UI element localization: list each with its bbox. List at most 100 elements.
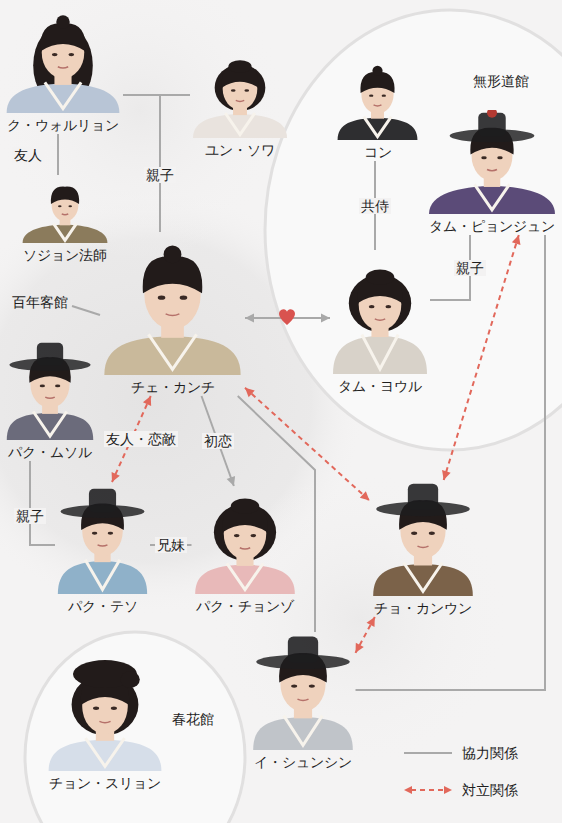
group-title-text: 春花館: [172, 711, 214, 727]
arrowhead: [404, 786, 412, 794]
edge-label-text: 親子: [144, 167, 176, 183]
group-circle: [265, 10, 562, 450]
edge-label-text: 初恋: [202, 433, 234, 449]
mouth: [58, 67, 68, 68]
hat-tassel: [487, 110, 497, 118]
legend-line: [404, 752, 452, 754]
character-box: タム・ヨウル: [330, 250, 430, 395]
mouth: [236, 100, 244, 101]
mouth: [62, 213, 69, 215]
connector: [202, 396, 234, 486]
portrait: [45, 655, 165, 771]
place-label: 百年客館: [12, 293, 68, 311]
character-name: チェ・カンチ: [100, 375, 245, 396]
portrait: [335, 58, 420, 140]
name-text: コン: [364, 144, 392, 160]
portrait: [4, 340, 96, 440]
name-text: ユン・ソワ: [205, 142, 275, 158]
name-text: ソジョン法師: [23, 247, 107, 263]
mouth: [99, 721, 110, 722]
eye: [231, 89, 236, 92]
collar: [148, 334, 196, 369]
bg-circle: [0, 185, 365, 615]
portrait: [192, 486, 298, 594]
edge-label-text: 共侍: [359, 198, 391, 214]
group-title: 無形道館: [473, 72, 529, 90]
character-name: パク・テソ: [55, 594, 150, 615]
group-title: 春花館: [172, 710, 214, 728]
character-name: イ・シュンシン: [250, 750, 356, 771]
character-box: パク・テソ: [55, 482, 150, 615]
connector: [123, 95, 160, 232]
eye: [497, 156, 502, 159]
eye: [233, 534, 239, 537]
name-text: チョ・カンウン: [374, 600, 472, 616]
portrait: [10, 175, 120, 243]
group-region: 無形道館コンタム・ピョンジュンタム・ヨウル: [300, 30, 562, 420]
edge-label: 友人・恋敵: [104, 430, 178, 448]
name-text: イ・シュンシン: [254, 754, 352, 770]
collar: [45, 82, 81, 108]
connector: [444, 235, 519, 480]
name-text: ク・ウォルリョン: [7, 117, 119, 133]
legend-text: 協力関係: [462, 744, 518, 762]
character-name: パク・ムソル: [4, 440, 96, 461]
arrowhead: [245, 388, 255, 397]
portrait: [370, 480, 476, 596]
character-box: ソジョン法師: [10, 175, 120, 264]
topknot: [56, 15, 69, 28]
name-text: パク・テソ: [68, 598, 138, 614]
mouth: [166, 314, 180, 316]
portrait: [330, 250, 430, 374]
portrait: [250, 632, 356, 750]
portrait: [190, 50, 290, 138]
mouth: [45, 397, 55, 398]
connector: [356, 617, 375, 653]
collar: [86, 738, 125, 766]
legend-row: 協力関係: [402, 744, 518, 762]
topknot: [372, 66, 382, 76]
eye: [481, 156, 486, 159]
mouth: [297, 699, 308, 700]
eye: [55, 384, 60, 387]
edge-label: 親子: [14, 507, 46, 525]
heart-symbol: [279, 309, 295, 325]
edge-label-text: 友人・恋敵: [104, 431, 178, 447]
character-box: タム・ピョンジュン: [425, 110, 559, 235]
arrowhead: [367, 617, 375, 627]
hair-bun: [366, 269, 395, 285]
connector: [57, 134, 59, 175]
eye: [93, 707, 99, 710]
arrowhead: [321, 314, 330, 323]
edge-label-text: 友人: [12, 147, 44, 163]
eye: [382, 94, 386, 96]
collar: [475, 184, 510, 209]
arrowhead: [444, 786, 452, 794]
name-text: タム・ヨウル: [338, 378, 422, 394]
group-circle: [25, 632, 245, 823]
name-text: タム・ピョンジュン: [429, 218, 555, 234]
connector: [30, 461, 55, 545]
mouth: [374, 104, 382, 106]
legend-sample: [402, 746, 454, 760]
character-box: チョ・カンウン: [370, 480, 476, 617]
eye: [68, 53, 74, 56]
name-text: パク・チョンゾ: [196, 598, 294, 614]
eye: [111, 707, 117, 710]
character-box: イ・シュンシン: [250, 632, 356, 771]
character-name: タム・ピョンジュン: [425, 214, 559, 235]
hat-brim: [61, 505, 145, 518]
character-name: パク・チョンゾ: [192, 594, 298, 615]
collar: [226, 563, 262, 589]
eye: [250, 534, 256, 537]
name-text: チェ・カンチ: [131, 379, 215, 395]
bg-circle: [0, 0, 290, 260]
arrowhead: [245, 314, 254, 323]
legend-line: [411, 789, 445, 791]
character-box: チェ・カンチ: [100, 232, 245, 396]
edge-label: 親子: [454, 259, 486, 277]
eye: [244, 89, 249, 92]
character-name: コン: [335, 140, 420, 161]
portrait: [100, 232, 245, 375]
mouth: [98, 545, 108, 546]
